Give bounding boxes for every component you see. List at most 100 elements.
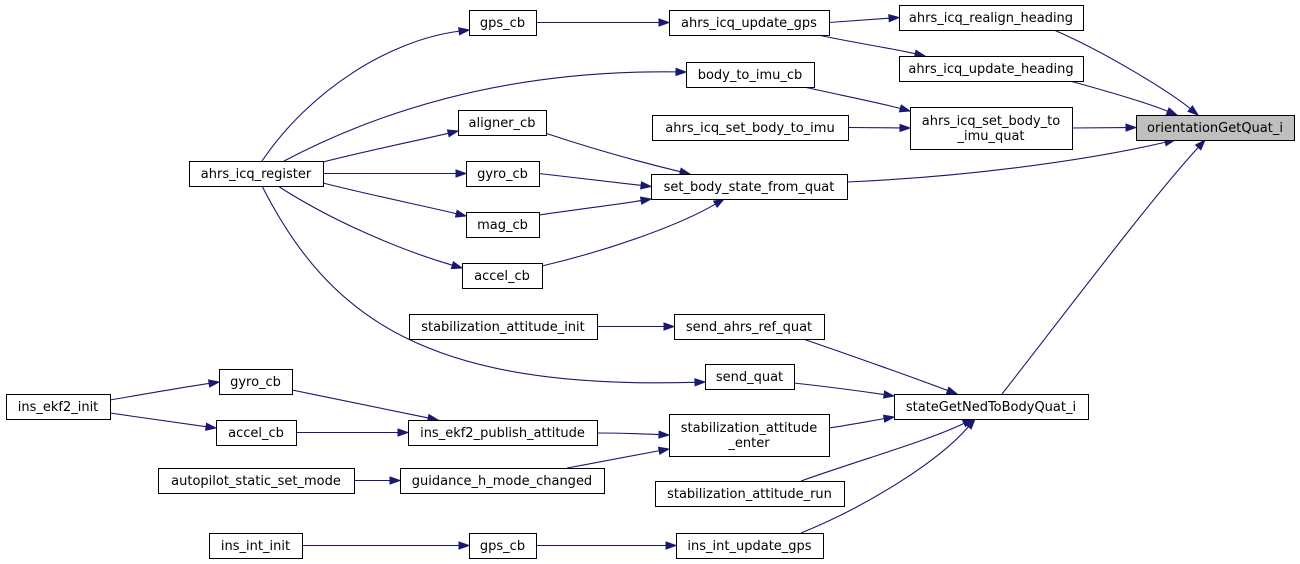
node-label: accel_cb bbox=[474, 269, 530, 284]
node-ahrs_icq_update_gps[interactable]: ahrs_icq_update_gps bbox=[669, 10, 830, 36]
node-label: accel_cb bbox=[228, 426, 284, 441]
node-box bbox=[158, 468, 355, 494]
node-ins_int_init[interactable]: ins_int_init bbox=[209, 533, 303, 559]
edge-stabilization_attitude_enter-to-stateGetNedToBodyQuat_i bbox=[828, 414, 896, 429]
node-ins_int_update_gps[interactable]: ins_int_update_gps bbox=[676, 533, 824, 559]
node-box bbox=[899, 56, 1084, 82]
node-stateGetNedToBodyQuat_i[interactable]: stateGetNedToBodyQuat_i bbox=[894, 394, 1089, 420]
node-stabilization_attitude_enter[interactable]: stabilization_attitude_enter bbox=[669, 414, 830, 457]
edge-body_to_imu_cb-to-ahrs_icq_set_body_to_imu_quat bbox=[803, 86, 912, 113]
node-label: send_quat bbox=[716, 370, 783, 385]
node-label: mag_cb bbox=[477, 218, 528, 233]
node-box bbox=[669, 10, 830, 36]
edge-send_quat-to-stateGetNedToBodyQuat_i bbox=[793, 382, 896, 399]
node-send_quat[interactable]: send_quat bbox=[705, 364, 795, 390]
node-ahrs_icq_set_body_to_imu[interactable]: ahrs_icq_set_body_to_imu bbox=[652, 115, 849, 141]
node-accel_cb_2[interactable]: accel_cb bbox=[216, 420, 297, 446]
node-gps_cb_2[interactable]: gps_cb bbox=[469, 533, 537, 559]
node-body_to_imu_cb[interactable]: body_to_imu_cb bbox=[686, 62, 815, 88]
node-send_ahrs_ref_quat[interactable]: send_ahrs_ref_quat bbox=[674, 314, 825, 340]
edge-accel_cb_2-to-ins_ekf2_publish_attitude bbox=[295, 428, 410, 437]
node-box bbox=[216, 420, 297, 446]
node-box bbox=[652, 115, 849, 141]
node-label: ins_ekf2_publish_attitude bbox=[420, 426, 585, 441]
node-label: guidance_h_mode_changed bbox=[412, 474, 592, 489]
node-box bbox=[686, 62, 815, 88]
node-box bbox=[469, 533, 537, 559]
edge-autopilot_static_set_mode-to-guidance_h_mode_changed bbox=[354, 476, 402, 485]
node-box bbox=[910, 107, 1073, 150]
edge-ahrs_icq_register-to-mag_cb bbox=[322, 182, 468, 218]
node-aligner_cb[interactable]: aligner_cb bbox=[458, 110, 547, 136]
node-box bbox=[669, 414, 830, 457]
edge-ahrs_icq_set_body_to_imu_quat-to-orientationGetQuat_i bbox=[1071, 123, 1138, 132]
node-box bbox=[894, 394, 1089, 420]
node-box bbox=[651, 174, 848, 200]
node-box bbox=[655, 481, 845, 507]
edge-ahrs_icq_register-to-accel_cb_1 bbox=[277, 185, 464, 270]
node-accel_cb_1[interactable]: accel_cb bbox=[462, 263, 543, 289]
node-box bbox=[899, 5, 1084, 31]
node-gps_cb_1[interactable]: gps_cb bbox=[469, 10, 537, 36]
node-box bbox=[466, 161, 540, 187]
node-box bbox=[676, 533, 824, 559]
node-box bbox=[209, 533, 303, 559]
edge-ahrs_icq_register-to-gyro_cb_1 bbox=[322, 169, 468, 178]
edge-ahrs_icq_update_heading-to-orientationGetQuat_i bbox=[1069, 80, 1179, 116]
edge-gyro_cb_1-to-set_body_state_from_quat bbox=[538, 172, 653, 190]
node-label: aligner_cb bbox=[469, 116, 536, 131]
node-box bbox=[458, 110, 547, 136]
node-gyro_cb_1[interactable]: gyro_cb bbox=[466, 161, 540, 187]
node-stabilization_attitude_init[interactable]: stabilization_attitude_init bbox=[409, 314, 598, 340]
edge-accel_cb_1-to-set_body_state_from_quat bbox=[541, 198, 726, 267]
edge-ahrs_icq_register-to-body_to_imu_cb bbox=[283, 67, 688, 162]
edge-ahrs_icq_realign_heading-to-orientationGetQuat_i bbox=[1053, 29, 1200, 116]
node-orientationGetQuat_i[interactable]: orientationGetQuat_i bbox=[1136, 115, 1295, 141]
edge-send_ahrs_ref_quat-to-stateGetNedToBodyQuat_i bbox=[802, 338, 959, 395]
node-label: ahrs_icq_set_body_to bbox=[922, 114, 1060, 129]
node-ahrs_icq_register[interactable]: ahrs_icq_register bbox=[189, 161, 324, 187]
node-ahrs_icq_realign_heading[interactable]: ahrs_icq_realign_heading bbox=[899, 5, 1084, 31]
node-set_body_state_from_quat[interactable]: set_body_state_from_quat bbox=[651, 174, 848, 200]
node-label: ahrs_icq_update_heading bbox=[908, 62, 1073, 77]
node-autopilot_static_set_mode[interactable]: autopilot_static_set_mode bbox=[158, 468, 355, 494]
node-box bbox=[469, 10, 537, 36]
node-label: ins_ekf2_init bbox=[18, 400, 99, 415]
node-stabilization_attitude_run[interactable]: stabilization_attitude_run bbox=[655, 481, 845, 507]
node-ins_ekf2_init[interactable]: ins_ekf2_init bbox=[6, 394, 111, 420]
node-box bbox=[6, 394, 111, 420]
node-label: ahrs_icq_realign_heading bbox=[909, 11, 1073, 26]
node-box bbox=[1136, 115, 1295, 141]
node-box bbox=[674, 314, 825, 340]
node-mag_cb[interactable]: mag_cb bbox=[466, 212, 540, 238]
edge-ins_ekf2_publish_attitude-to-stabilization_attitude_enter bbox=[596, 430, 671, 439]
edge-gyro_cb_2-to-ins_ekf2_publish_attitude bbox=[291, 389, 440, 422]
node-box bbox=[219, 369, 293, 395]
node-guidance_h_mode_changed[interactable]: guidance_h_mode_changed bbox=[400, 468, 605, 494]
node-gyro_cb_2[interactable]: gyro_cb bbox=[219, 369, 293, 395]
edge-guidance_h_mode_changed-to-stabilization_attitude_enter bbox=[566, 446, 671, 469]
node-label: body_to_imu_cb bbox=[698, 68, 803, 83]
node-box bbox=[462, 263, 543, 289]
edge-ahrs_icq_register-to-aligner_cb bbox=[322, 129, 460, 163]
node-label: ahrs_icq_update_gps bbox=[681, 16, 817, 31]
node-ins_ekf2_publish_attitude[interactable]: ins_ekf2_publish_attitude bbox=[408, 420, 598, 446]
node-label: gps_cb bbox=[480, 16, 525, 31]
node-label: stabilization_attitude_init bbox=[421, 320, 585, 335]
edge-ins_int_init-to-gps_cb_2 bbox=[301, 541, 471, 550]
node-box bbox=[408, 420, 598, 446]
node-label: ahrs_icq_register bbox=[201, 167, 312, 182]
node-box bbox=[409, 314, 598, 340]
edge-ins_ekf2_init-to-accel_cb_2 bbox=[109, 412, 218, 431]
edge-ahrs_icq_update_gps-to-ahrs_icq_update_heading bbox=[817, 34, 927, 58]
node-ahrs_icq_set_body_to_imu_quat[interactable]: ahrs_icq_set_body_to_imu_quat bbox=[910, 107, 1073, 150]
node-label: ins_int_update_gps bbox=[687, 539, 811, 554]
node-ahrs_icq_update_heading[interactable]: ahrs_icq_update_heading bbox=[899, 56, 1084, 82]
node-label: gps_cb bbox=[480, 539, 525, 554]
edge-stateGetNedToBodyQuat_i-to-orientationGetQuat_i bbox=[1001, 138, 1207, 395]
edge-ins_int_update_gps-to-stateGetNedToBodyQuat_i bbox=[800, 417, 976, 534]
edge-ahrs_icq_register-to-gps_cb_1 bbox=[261, 27, 471, 162]
node-label: ins_int_init bbox=[221, 539, 290, 554]
node-box bbox=[466, 212, 540, 238]
